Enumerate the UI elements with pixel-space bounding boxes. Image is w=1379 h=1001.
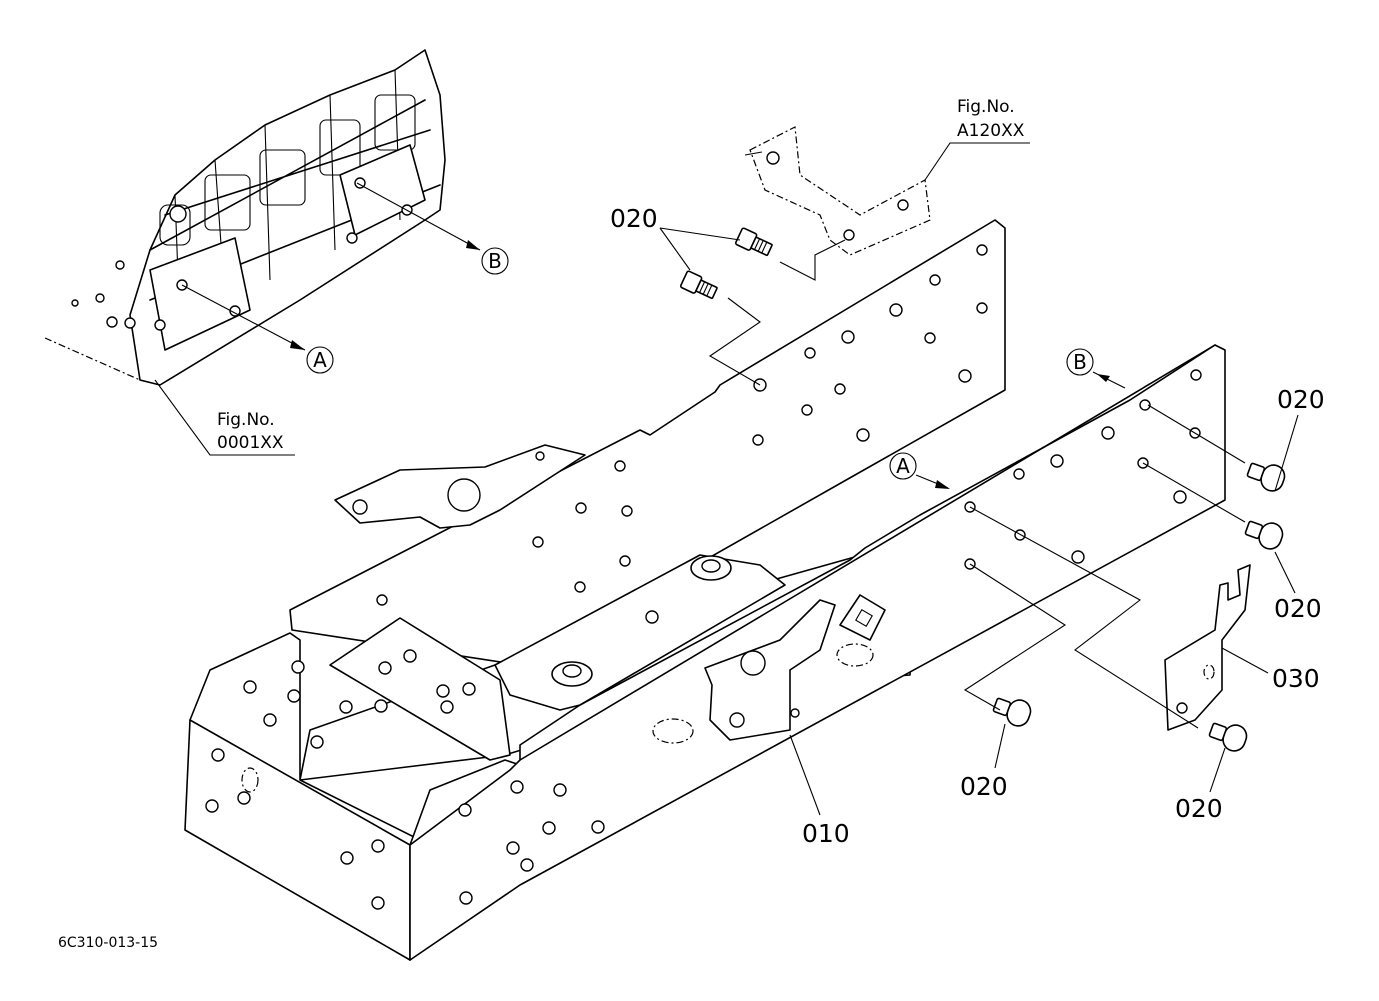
part-label-030: 030 [1272, 664, 1320, 693]
engine-block-illustration [44, 49, 446, 386]
callout-a-label: A [313, 348, 327, 372]
figure-ref-engine-line1: Fig.No. [217, 410, 275, 430]
upper-bracket-reference: Fig.No. A120XX [744, 97, 1030, 256]
frame-callout-b-label: B [1073, 350, 1087, 374]
frame-callout-a: A [889, 452, 950, 489]
engine-callout-b: B [356, 182, 509, 275]
figure-ref-bracket-line1: Fig.No. [957, 97, 1015, 117]
callout-b-label: B [488, 249, 502, 273]
frame-callout-b: B [1066, 348, 1126, 389]
part-label-020-bottom-right: 020 [1175, 794, 1223, 823]
part-label-020-right-middle: 020 [1274, 594, 1322, 623]
figure-ref-bracket-line2: A120XX [957, 121, 1025, 141]
frame-assembly [184, 219, 1226, 961]
part-label-010: 010 [802, 819, 850, 848]
figure-ref-engine-line2: 0001XX [217, 433, 284, 453]
leader-lines [659, 227, 1299, 816]
bracket-030 [1164, 564, 1251, 731]
frame-callout-a-label: A [896, 454, 910, 478]
engine-callout-a: A [181, 284, 334, 374]
drawing-code: 6C310-013-15 [58, 935, 158, 951]
part-label-020-right-upper: 020 [1277, 385, 1325, 414]
figure-ref-engine: Fig.No. 0001XX [154, 379, 295, 456]
part-label-020-bottom-center: 020 [960, 772, 1008, 801]
bolt-icon [679, 227, 1286, 752]
part-label-020-top: 020 [610, 204, 658, 233]
